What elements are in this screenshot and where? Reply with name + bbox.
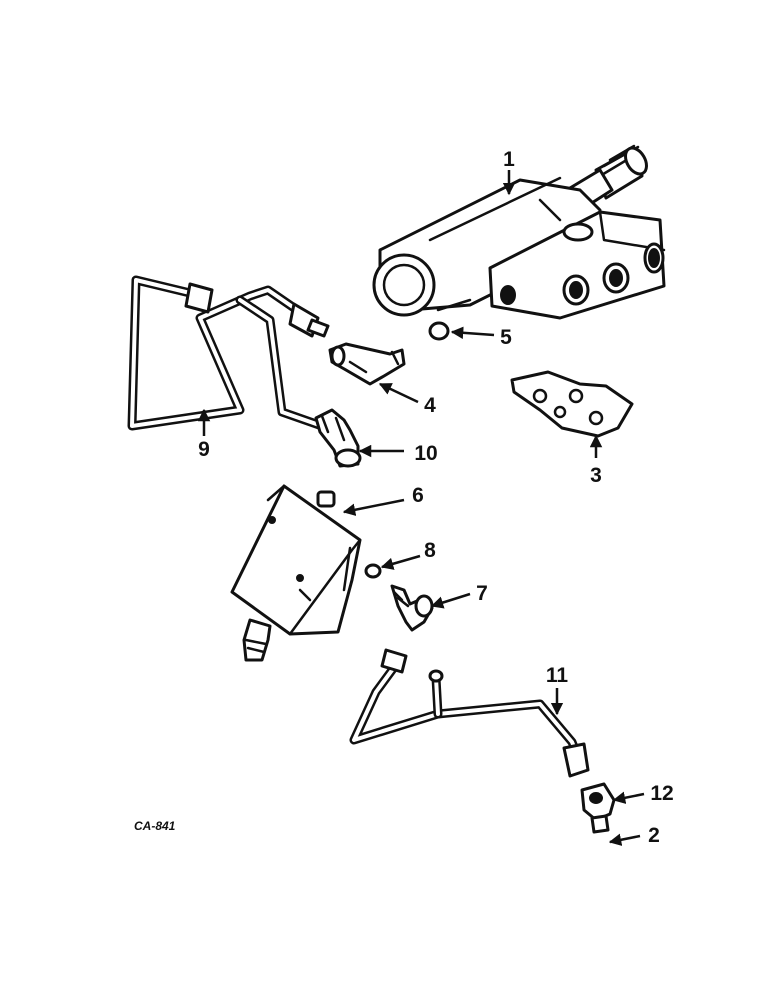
- callout-2: 2: [648, 824, 660, 847]
- callout-10: 10: [414, 442, 437, 465]
- callout-5: 5: [500, 326, 512, 349]
- callout-8: 8: [424, 539, 436, 562]
- leader-6: [342, 498, 405, 516]
- banjo-fitting-part-7: [390, 584, 434, 632]
- figure-code: CA-841: [134, 819, 176, 833]
- callout-11: 11: [546, 664, 569, 687]
- leader-2: [608, 833, 641, 846]
- callout-6: 6: [412, 484, 424, 507]
- callout-4: 4: [424, 394, 436, 417]
- leader-4: [378, 382, 419, 404]
- gasket-part-3: [510, 370, 634, 438]
- tube-part-11: [349, 648, 590, 778]
- callout-12: 12: [650, 782, 673, 805]
- leader-7: [430, 592, 471, 609]
- callout-9: 9: [198, 438, 210, 461]
- leader-12: [612, 791, 645, 804]
- elbow-part-4: [328, 342, 406, 386]
- elbow-part-10: [314, 408, 362, 468]
- fitting-part-12: [580, 782, 616, 834]
- leader-8: [380, 554, 421, 570]
- o-ring-part-8: [364, 563, 382, 579]
- callout-3: 3: [590, 464, 602, 487]
- valve-body: [372, 144, 666, 320]
- o-ring-part-5: [428, 321, 450, 341]
- pipe-assembly-part-9: [127, 275, 330, 431]
- leader-5: [450, 326, 495, 340]
- callout-1: 1: [503, 148, 515, 171]
- valve-block-part-6: [230, 484, 362, 662]
- callout-7: 7: [476, 582, 488, 605]
